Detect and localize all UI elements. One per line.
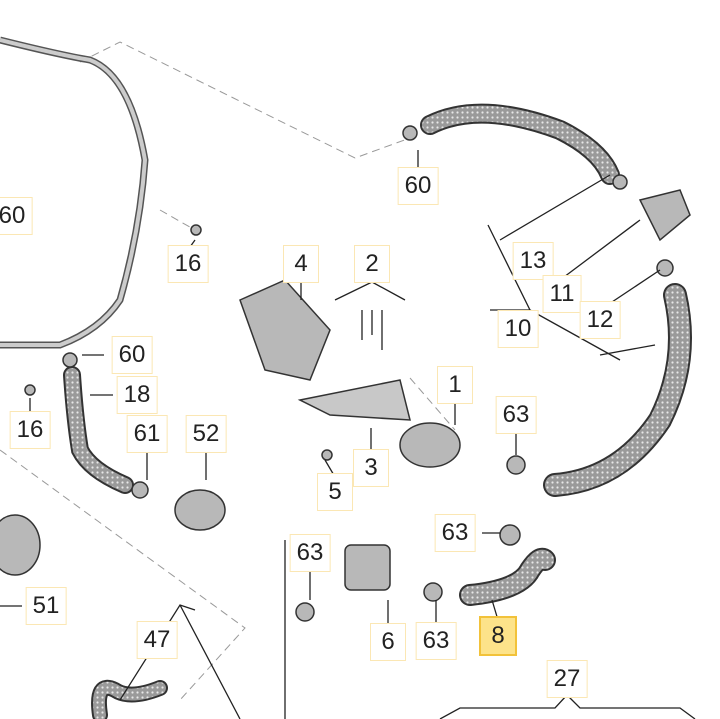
part-3-mount xyxy=(297,379,411,421)
callout-60a[interactable]: 60 xyxy=(397,167,439,205)
callout-10[interactable]: 10 xyxy=(497,310,539,348)
part-52-sensor xyxy=(174,489,226,531)
callout-60c[interactable]: 60 xyxy=(111,336,153,374)
dashed-leaders xyxy=(0,41,456,701)
callout-27[interactable]: 27 xyxy=(546,660,588,698)
callout-13[interactable]: 13 xyxy=(512,242,554,280)
part-connector xyxy=(638,189,691,242)
callout-63a[interactable]: 63 xyxy=(495,396,537,434)
callout-4[interactable]: 4 xyxy=(283,245,319,283)
callout-16a[interactable]: 16 xyxy=(167,245,209,283)
part-1-pump xyxy=(399,422,461,468)
callout-63d[interactable]: 63 xyxy=(415,622,457,660)
callout-16b[interactable]: 16 xyxy=(9,411,51,449)
callout-1[interactable]: 1 xyxy=(437,366,473,404)
part-51 xyxy=(0,514,41,576)
callout-51[interactable]: 51 xyxy=(25,587,67,625)
brake-line-pipe xyxy=(0,36,149,349)
leader-lines xyxy=(0,150,696,719)
callout-8[interactable]: 8 xyxy=(479,616,517,656)
components xyxy=(0,125,691,622)
callout-52[interactable]: 52 xyxy=(185,415,227,453)
callout-63b[interactable]: 63 xyxy=(434,514,476,552)
callout-11[interactable]: 11 xyxy=(542,275,582,313)
callout-18[interactable]: 18 xyxy=(116,376,158,414)
callout-12[interactable]: 12 xyxy=(579,301,621,339)
part-6-valve xyxy=(344,544,391,591)
callout-47[interactable]: 47 xyxy=(136,621,178,659)
callout-5[interactable]: 5 xyxy=(317,473,353,511)
callout-2[interactable]: 2 xyxy=(354,245,390,283)
callout-61[interactable]: 61 xyxy=(126,415,168,453)
callout-63c[interactable]: 63 xyxy=(289,534,331,572)
callout-6[interactable]: 6 xyxy=(370,623,406,661)
callout-3[interactable]: 3 xyxy=(353,449,389,487)
part-4-bracket xyxy=(239,279,331,381)
coolant-hoses xyxy=(63,103,692,719)
callout-60b[interactable]: 60 xyxy=(0,197,33,235)
